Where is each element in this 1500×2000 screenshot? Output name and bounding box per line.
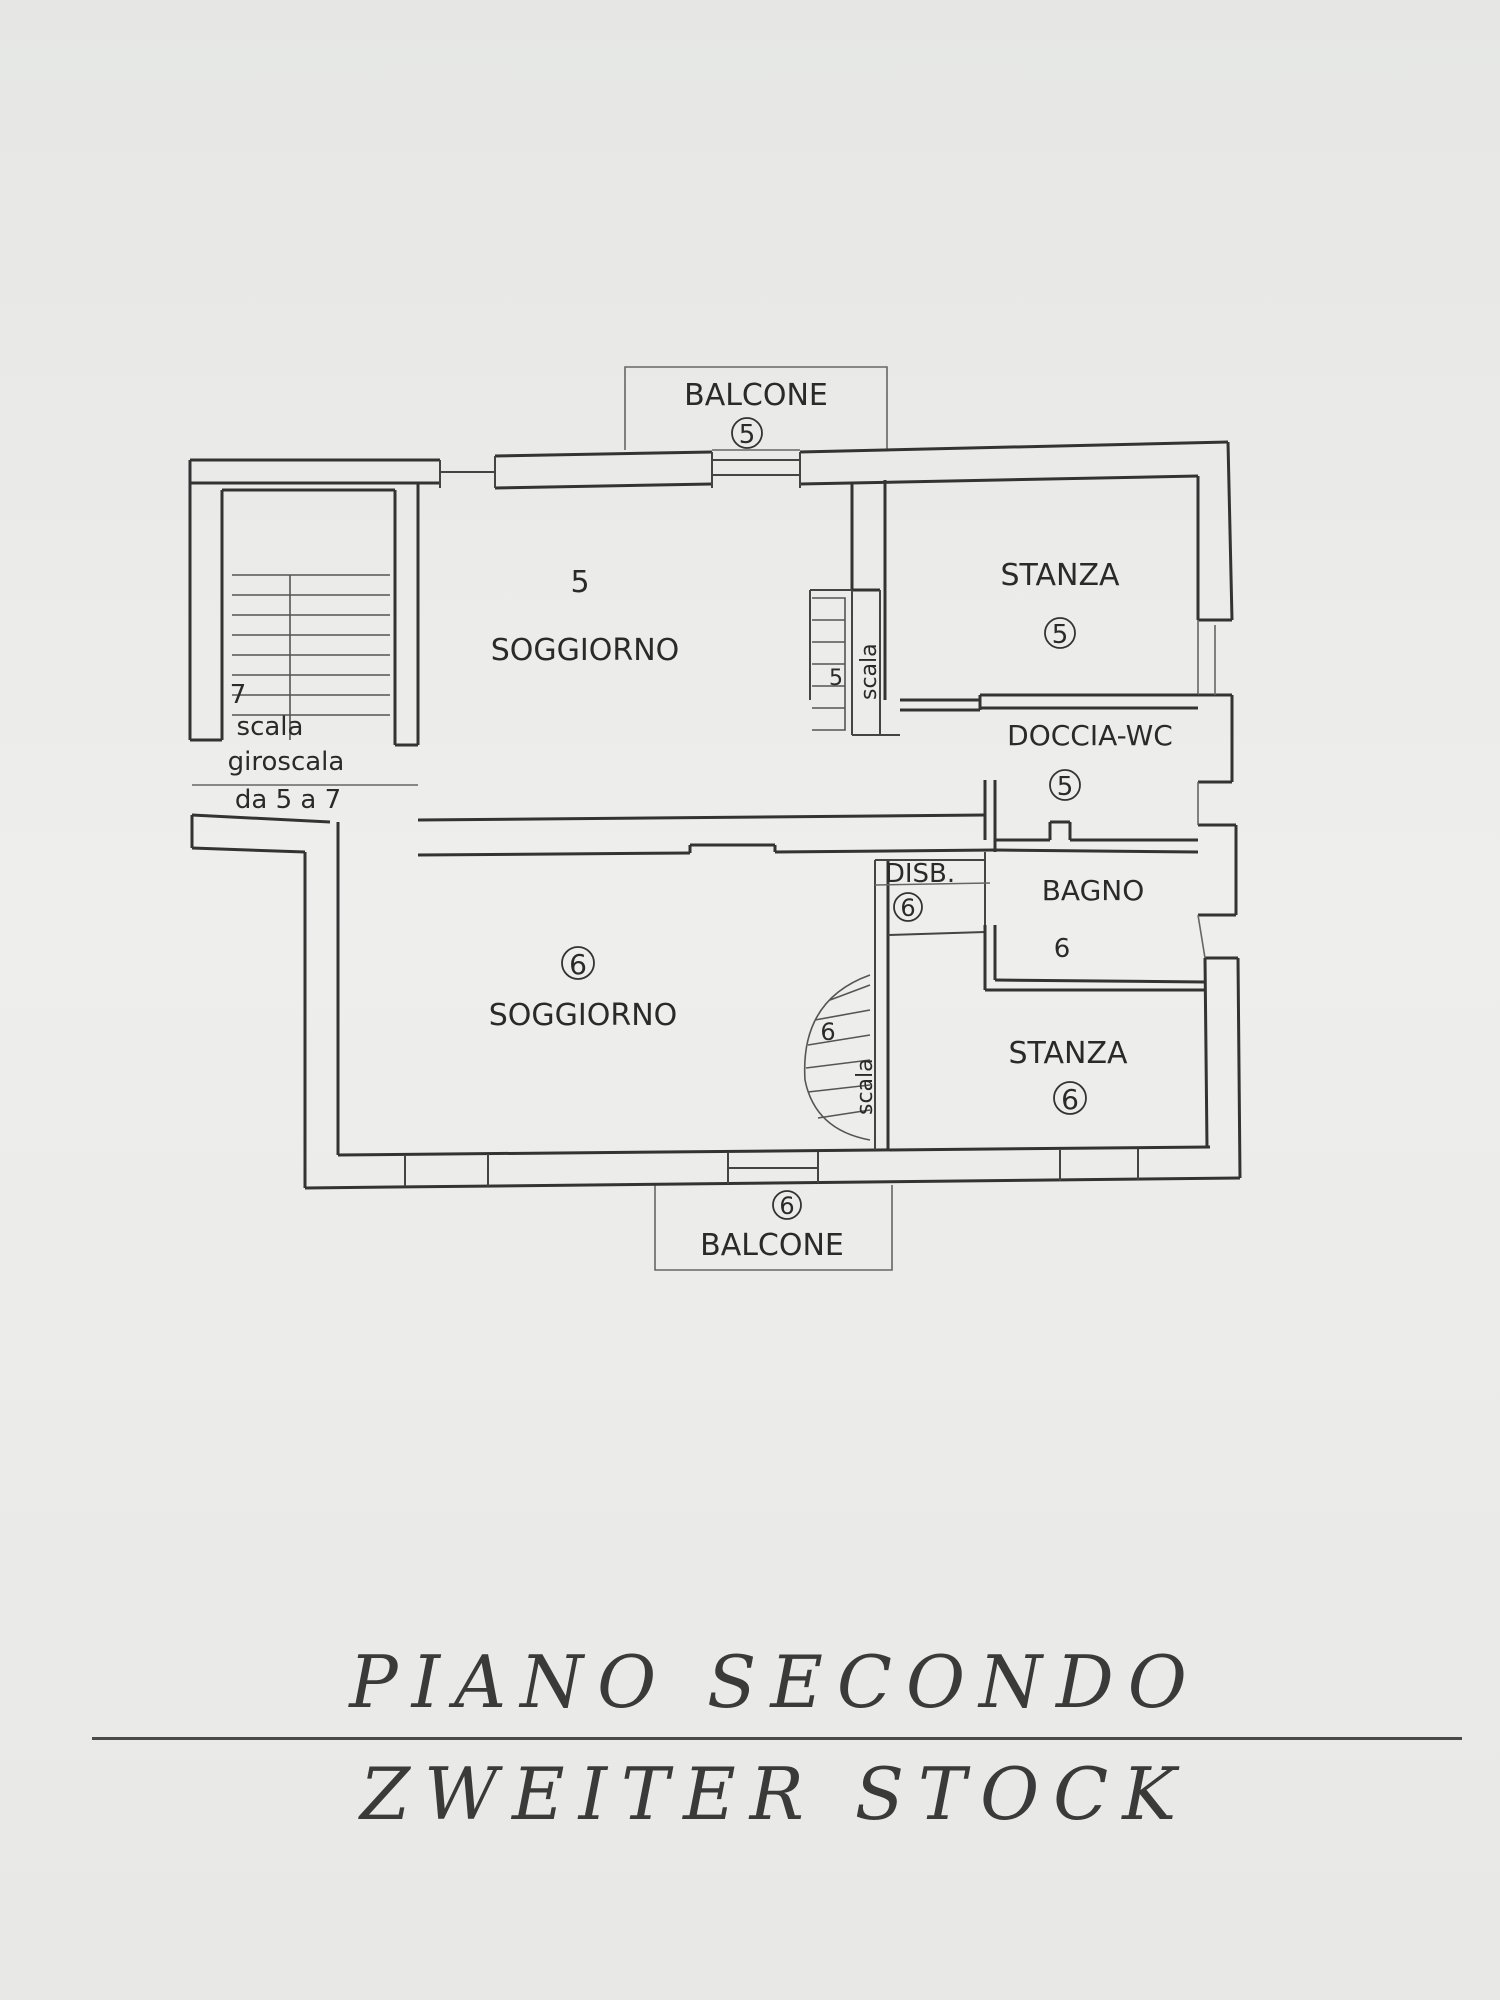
balcony-top	[624, 366, 888, 451]
caption-german: ZWEITER STOCK	[360, 1752, 1190, 1836]
svg-text:6: 6	[1061, 1083, 1079, 1116]
svg-text:STANZA: STANZA	[1000, 558, 1120, 593]
interior-walls	[417, 480, 1206, 1150]
label-stanza-5: STANZA 5	[1000, 558, 1120, 650]
svg-text:da 5 a 7: da 5 a 7	[235, 785, 341, 815]
label-soggiorno-5: 5 SOGGIORNO	[491, 565, 680, 668]
svg-text:DISB.: DISB.	[885, 859, 955, 889]
label-balcone-top: BALCONE 5	[684, 378, 828, 450]
svg-text:scala: scala	[857, 643, 882, 700]
stair-scala-6	[803, 974, 871, 1141]
svg-text:DOCCIA-WC: DOCCIA-WC	[1007, 719, 1173, 752]
svg-text:6: 6	[820, 1018, 835, 1046]
caption-italian: PIANO SECONDO	[349, 1640, 1201, 1724]
svg-text:STANZA: STANZA	[1008, 1036, 1128, 1071]
stairwell-steps	[232, 574, 390, 740]
svg-text:SOGGIORNO: SOGGIORNO	[491, 633, 680, 668]
label-scala-5: scala 5	[829, 643, 882, 700]
svg-text:scala: scala	[237, 712, 304, 742]
label-balcone-bottom: 6 BALCONE	[700, 1190, 844, 1263]
svg-text:BALCONE: BALCONE	[700, 1228, 844, 1263]
svg-text:5: 5	[1052, 620, 1069, 650]
label-disb: DISB. 6	[885, 859, 955, 922]
stair-scala-5	[812, 597, 846, 731]
svg-text:6: 6	[779, 1192, 794, 1220]
floor-plan-drawing: BALCONE 5 5 SOGGIORNO STANZA 5 DOCCIA-WC…	[188, 366, 1242, 1271]
svg-text:BALCONE: BALCONE	[684, 378, 828, 413]
label-stanza-6: STANZA 6	[1008, 1036, 1128, 1116]
caption-divider	[92, 1737, 1462, 1740]
svg-text:giroscala: giroscala	[228, 747, 345, 777]
label-soggiorno-6: 6 SOGGIORNO	[489, 946, 678, 1033]
svg-text:scala: scala	[853, 1058, 878, 1115]
svg-text:6: 6	[1054, 934, 1071, 964]
svg-text:SOGGIORNO: SOGGIORNO	[489, 998, 678, 1033]
balcony-bottom	[654, 1185, 893, 1271]
label-doccia-wc: DOCCIA-WC 5	[1007, 719, 1173, 802]
svg-text:5: 5	[1057, 772, 1074, 802]
label-stairwell: 7 scala giroscala da 5 a 7	[228, 680, 345, 815]
svg-text:5: 5	[829, 666, 843, 691]
svg-text:BAGNO: BAGNO	[1042, 874, 1145, 907]
label-scala-6: scala 6	[820, 1018, 878, 1115]
outer-walls	[188, 440, 1242, 1190]
svg-text:5: 5	[739, 420, 756, 450]
svg-text:6: 6	[900, 894, 915, 922]
svg-text:5: 5	[570, 565, 589, 600]
label-bagno: BAGNO 6	[1042, 874, 1145, 964]
svg-text:6: 6	[569, 948, 587, 981]
svg-text:7: 7	[230, 680, 247, 710]
